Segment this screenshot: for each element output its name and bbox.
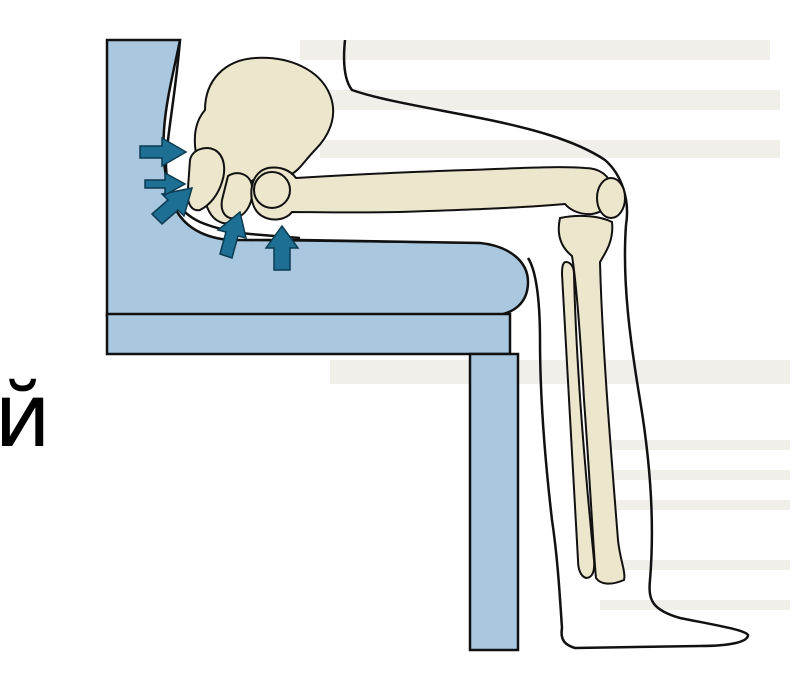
femur-bone — [251, 167, 612, 219]
ischium-bone — [222, 173, 253, 218]
seat-frame — [107, 314, 510, 354]
patella-bone — [597, 178, 625, 218]
chair-front-leg — [470, 354, 518, 650]
cut-off-letter: й — [0, 372, 51, 460]
femoral-head — [254, 172, 290, 208]
lower-leg-outline — [528, 225, 748, 648]
